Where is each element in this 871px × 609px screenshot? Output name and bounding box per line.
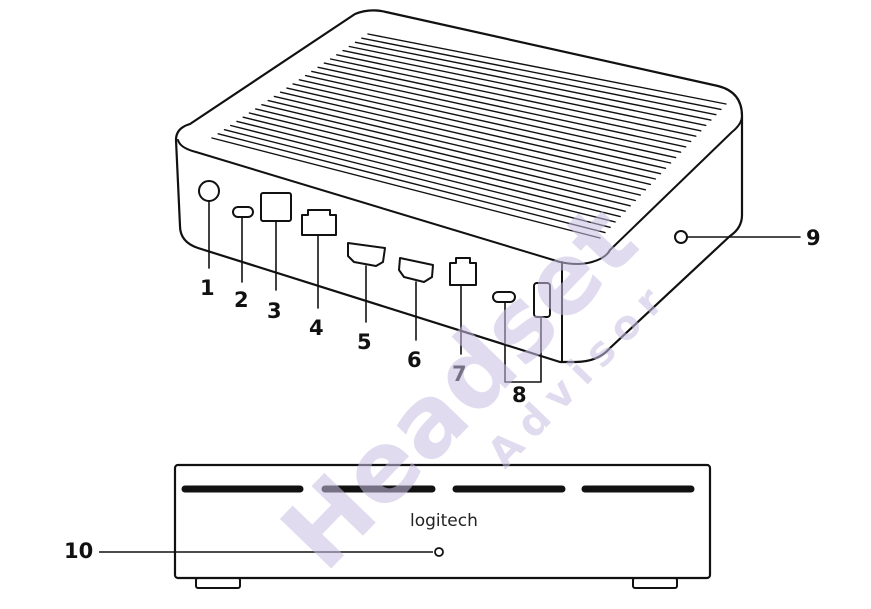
vent-line [354, 41, 717, 116]
callout-4: 4 [309, 316, 324, 340]
callout-2: 2 [234, 288, 249, 312]
vent-line [348, 45, 712, 121]
top-rim-right [609, 115, 743, 251]
hdmi-port-icon [347, 242, 386, 267]
vent-line [211, 137, 601, 239]
callout-3: 3 [267, 299, 282, 323]
vent-line [361, 37, 722, 111]
hdmi-port-icon [398, 257, 434, 283]
vent-line [329, 58, 697, 137]
usb-c-port-icon [492, 291, 516, 303]
vent-line [223, 128, 611, 229]
foot-left [195, 577, 241, 589]
power-button-icon [198, 180, 220, 202]
usb-a-port-icon [533, 282, 551, 318]
brand-logo-text: logitech [410, 511, 478, 531]
callout-7: 7 [452, 362, 467, 386]
vent-line [298, 79, 672, 164]
vent-line [342, 49, 707, 127]
vent-line [261, 103, 641, 196]
vent-line [286, 87, 662, 175]
vent-line [267, 99, 647, 191]
vent-line [236, 120, 621, 218]
ethernet-port-icon [449, 257, 477, 286]
usb-c-port-icon [232, 206, 254, 218]
ethernet-port-icon [301, 209, 337, 236]
callout-10: 10 [64, 539, 93, 563]
device-rear-view [174, 9, 801, 383]
vent-line [311, 70, 682, 153]
callout-1: 1 [200, 276, 215, 300]
vent-line [217, 133, 606, 234]
vent-line [229, 124, 616, 223]
vent-line [323, 62, 692, 143]
vent-line [317, 66, 687, 148]
vent-line [336, 54, 702, 132]
top-vent-grille [211, 33, 727, 239]
vent-line [279, 91, 657, 180]
vent-line [367, 33, 727, 105]
vent-line [242, 116, 626, 212]
callout-9: 9 [806, 226, 821, 250]
vent-line [304, 74, 677, 159]
vent-line [273, 95, 652, 186]
top-rim-front [177, 139, 611, 265]
usb-a-port-icon [260, 192, 292, 222]
leader-lines [208, 200, 801, 383]
callout-8: 8 [512, 383, 527, 407]
device-body-outline [174, 9, 744, 364]
callout-labels: 1 2 3 4 5 6 7 8 9 10 [64, 226, 821, 563]
foot-right [632, 577, 678, 589]
device-front-view [99, 463, 712, 589]
headphone-jack-icon [674, 230, 688, 244]
vent-line [248, 112, 631, 207]
callout-5: 5 [357, 330, 372, 354]
status-led-icon [434, 547, 444, 557]
callout-6: 6 [407, 348, 422, 372]
front-panel-outline [173, 463, 712, 580]
vent-line [292, 83, 667, 170]
vent-line [254, 108, 636, 202]
